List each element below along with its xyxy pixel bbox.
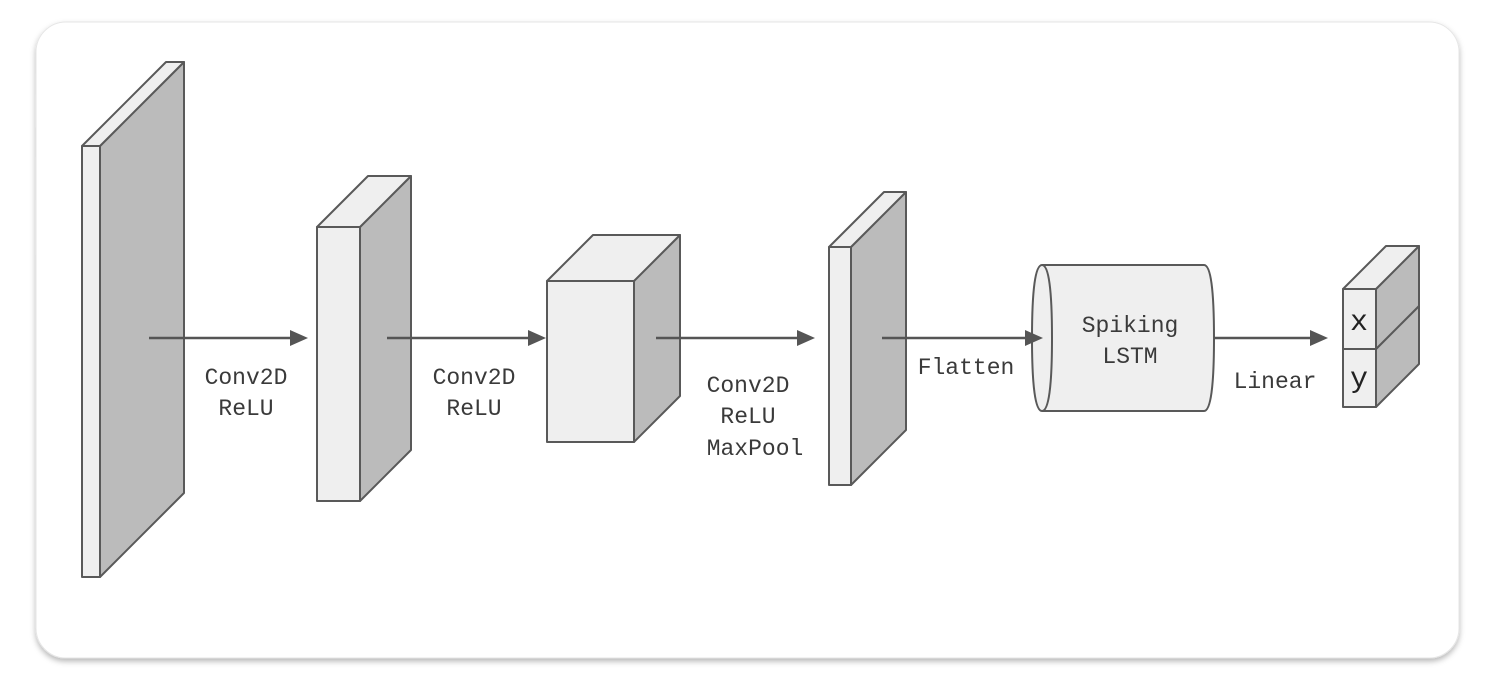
conv2-label-relu: ReLU [446, 396, 501, 422]
spiking-lstm-cylinder [1030, 264, 1216, 412]
conv3-label-maxpool: MaxPool [707, 436, 804, 462]
arrow-lstm-to-output [1214, 330, 1328, 346]
output-y-label: y [1350, 363, 1368, 397]
conv3-label-relu: ReLU [720, 404, 775, 430]
linear-label: Linear [1234, 369, 1317, 395]
conv1-label-relu: ReLU [218, 396, 273, 422]
conv3-label-conv: Conv2D [707, 373, 790, 399]
conv1-label-conv: Conv2D [205, 365, 288, 391]
lstm-label-lstm: LSTM [1102, 344, 1157, 370]
conv2-label-conv: Conv2D [433, 365, 516, 391]
arrow-conv2-to-conv3 [656, 330, 815, 346]
output-x-label: x [1350, 306, 1368, 340]
conv2-output-block [546, 234, 681, 443]
arrow-input-to-conv1 [149, 330, 308, 346]
arrow-flatten-to-lstm [882, 330, 1043, 346]
conv1-output-block [316, 175, 412, 502]
arrow-conv1-to-conv2 [387, 330, 546, 346]
diagram-panel [35, 21, 1460, 659]
lstm-label-spiking: Spiking [1082, 313, 1179, 339]
output-block [1342, 245, 1420, 408]
flatten-label: Flatten [918, 355, 1015, 381]
input-block [81, 61, 185, 578]
conv3-output-block [828, 191, 907, 486]
